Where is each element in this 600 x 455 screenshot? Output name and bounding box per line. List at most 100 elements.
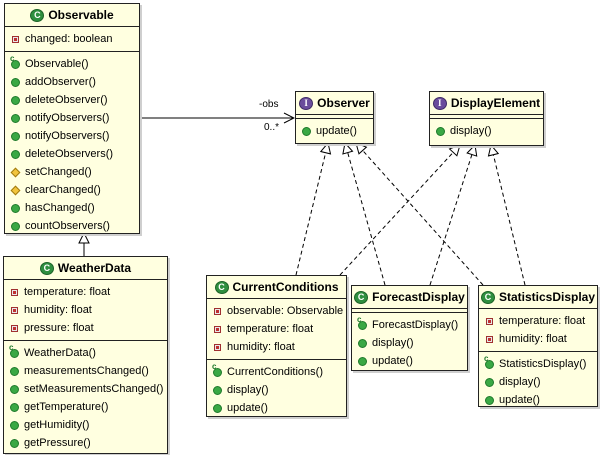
realization-currentconditions-displayelement (339, 145, 460, 276)
public-visibility-icon (11, 77, 20, 87)
realization-forecastdisplay-observer (345, 143, 386, 286)
method: setChanged() (5, 163, 139, 181)
public-visibility-icon (11, 221, 20, 231)
public-visibility-icon (302, 126, 311, 136)
method: deleteObserver() (5, 91, 139, 109)
class-name: StatisticsDisplay (498, 290, 596, 304)
method: display() (430, 122, 543, 140)
constructor: Observable() (5, 54, 139, 73)
method-signature: setMeasurementsChanged() (24, 383, 164, 395)
private-visibility-icon (12, 35, 19, 43)
realization-currentconditions-observer (295, 143, 328, 276)
method: update() (296, 122, 373, 140)
private-visibility-icon (214, 343, 221, 351)
interface-name: DisplayElement (450, 96, 541, 110)
method: addObserver() (5, 73, 139, 91)
class-observable[interactable]: C Observable changed: boolean Observable… (4, 3, 140, 234)
attribute-signature: observable: Observable (227, 305, 344, 317)
realization-statisticsdisplay-displayelement (491, 145, 526, 286)
public-visibility-icon (213, 403, 222, 413)
constructor-icon (484, 354, 494, 369)
attribute: temperature: float (4, 283, 167, 301)
method-signature: update() (316, 125, 357, 137)
attribute-signature: temperature: float (227, 323, 314, 335)
attribute-signature: pressure: float (24, 322, 94, 334)
protected-visibility-icon (10, 185, 21, 195)
public-visibility-icon (485, 395, 494, 405)
attribute: changed: boolean (5, 30, 139, 48)
constructor: StatisticsDisplay() (479, 354, 597, 373)
method-compartment: WeatherData()measurementsChanged()setMea… (4, 340, 167, 455)
constructor-icon (357, 315, 367, 330)
class-forecastdisplay[interactable]: C ForecastDisplay ForecastDisplay()displ… (351, 285, 468, 371)
class-name: WeatherData (57, 261, 132, 275)
realization-statisticsdisplay-observer (356, 143, 484, 286)
class-badge-icon: C (39, 261, 54, 275)
method-signature: notifyObservers() (25, 112, 110, 124)
private-visibility-icon (11, 324, 18, 332)
public-visibility-icon (10, 420, 19, 430)
method-signature: countObservers() (25, 220, 110, 232)
interface-displayelement[interactable]: I DisplayElement display() (429, 91, 544, 146)
public-visibility-icon (10, 438, 19, 448)
method: update() (207, 399, 346, 417)
attribute-compartment: changed: boolean (5, 26, 139, 51)
class-name: CurrentConditions (232, 280, 339, 294)
method: display() (479, 373, 597, 391)
private-visibility-icon (486, 335, 493, 343)
private-visibility-icon (486, 317, 493, 325)
interface-observer-header: I Observer (296, 92, 373, 114)
public-visibility-icon (10, 402, 19, 412)
method-compartment: ForecastDisplay()display()update() (352, 312, 467, 373)
method-compartment: display() (430, 118, 543, 143)
attribute: observable: Observable (207, 302, 346, 320)
method-signature: hasChanged() (25, 202, 95, 214)
class-currentconditions[interactable]: C CurrentConditions observable: Observab… (206, 275, 347, 417)
method-compartment: update() (296, 118, 373, 143)
constructor-icon (9, 343, 19, 358)
method-signature: CurrentConditions() (227, 366, 323, 378)
method-signature: display() (450, 125, 492, 137)
interface-observer[interactable]: I Observer update() (295, 91, 374, 144)
method: update() (352, 352, 467, 370)
constructor-icon (212, 362, 222, 377)
attribute: humidity: float (479, 330, 597, 348)
attribute: pressure: float (4, 319, 167, 337)
public-visibility-icon (213, 385, 222, 395)
class-statisticsdisplay-header: C StatisticsDisplay (479, 286, 597, 308)
public-visibility-icon (11, 113, 20, 123)
public-visibility-icon (11, 95, 20, 105)
method-signature: getTemperature() (24, 401, 109, 413)
method: notifyObservers() (5, 127, 139, 145)
method: countObservers() (5, 217, 139, 235)
attribute: humidity: float (207, 338, 346, 356)
public-visibility-icon (436, 126, 445, 136)
method: getHumidity() (4, 416, 167, 434)
public-visibility-icon (11, 203, 20, 213)
class-currentconditions-header: C CurrentConditions (207, 276, 346, 298)
realization-forecastdisplay-displayelement (429, 145, 475, 286)
private-visibility-icon (214, 307, 221, 315)
class-name: Observable (48, 8, 114, 22)
private-visibility-icon (11, 288, 18, 296)
method-signature: clearChanged() (25, 184, 101, 196)
method-signature: deleteObservers() (25, 148, 114, 160)
class-name: ForecastDisplay (372, 290, 465, 304)
method: notifyObservers() (5, 109, 139, 127)
method: update() (479, 391, 597, 409)
method-signature: getHumidity() (24, 419, 90, 431)
public-visibility-icon (485, 377, 494, 387)
method-signature: display() (372, 337, 414, 349)
public-visibility-icon (10, 384, 19, 394)
method-signature: getPressure() (24, 437, 91, 449)
method-signature: update() (499, 394, 540, 406)
attribute-compartment (352, 308, 467, 312)
attribute-signature: humidity: float (499, 333, 567, 345)
method-signature: WeatherData() (24, 347, 96, 359)
public-visibility-icon (11, 131, 20, 141)
method-signature: update() (372, 355, 413, 367)
